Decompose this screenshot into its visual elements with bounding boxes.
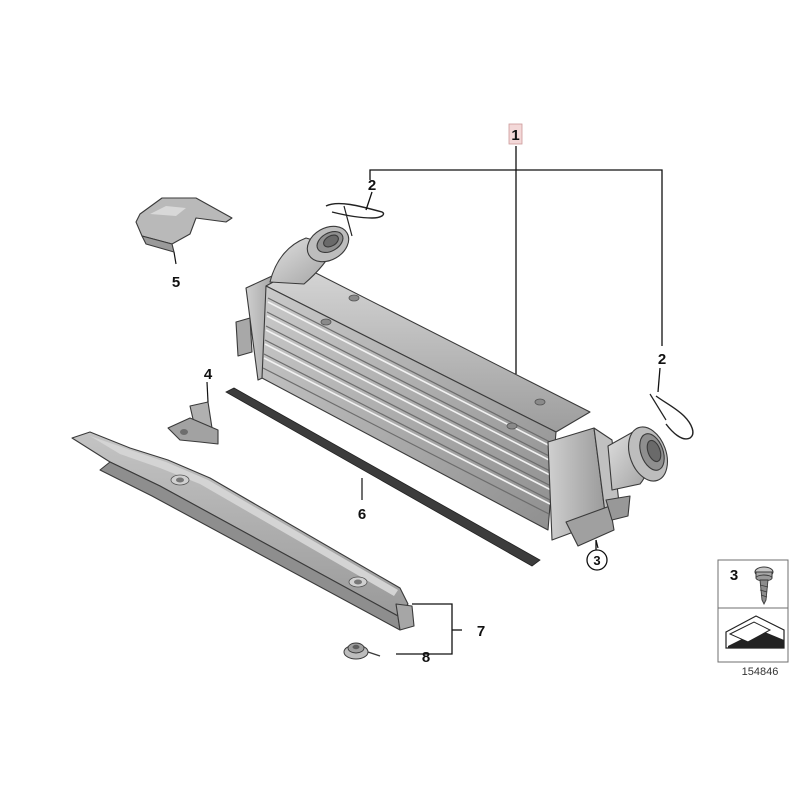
screw-icon (754, 566, 774, 606)
hose-clip-right (649, 393, 694, 440)
callout-6[interactable]: 6 (358, 506, 366, 523)
intercooler-part (235, 225, 668, 549)
callout-2-left[interactable]: 2 (368, 177, 376, 194)
callout-3-circle (586, 549, 608, 571)
callout-1-highlight (508, 123, 523, 145)
top-bolt (348, 294, 360, 302)
legend-box: 3 (717, 559, 789, 663)
bracket-part-4 (167, 381, 219, 445)
ruler-icon (725, 615, 785, 649)
seal-strip-part-6 (225, 387, 541, 567)
bracket-part-5 (135, 197, 233, 265)
hose-clip-left (325, 202, 385, 237)
callout-3-label: 3 (593, 553, 600, 568)
callout-3[interactable]: 3 (586, 549, 608, 571)
intercooler-fins (262, 297, 555, 515)
top-bolt (534, 398, 546, 406)
leader-lines (365, 146, 663, 655)
top-bolt (506, 422, 518, 430)
top-bolt (320, 318, 332, 326)
callout-7[interactable]: 7 (477, 623, 485, 640)
callout-8[interactable]: 8 (422, 649, 430, 666)
callout-1-label: 1 (511, 127, 519, 144)
air-duct-part-7 (71, 431, 415, 631)
callout-1[interactable]: 1 (508, 123, 523, 145)
grommet-part-8 (343, 642, 381, 660)
callout-4[interactable]: 4 (204, 366, 213, 383)
legend-box-number: 3 (730, 567, 738, 584)
callout-2-right[interactable]: 2 (658, 351, 666, 368)
callout-5[interactable]: 5 (172, 274, 180, 291)
reference-number: 154846 (742, 666, 779, 678)
